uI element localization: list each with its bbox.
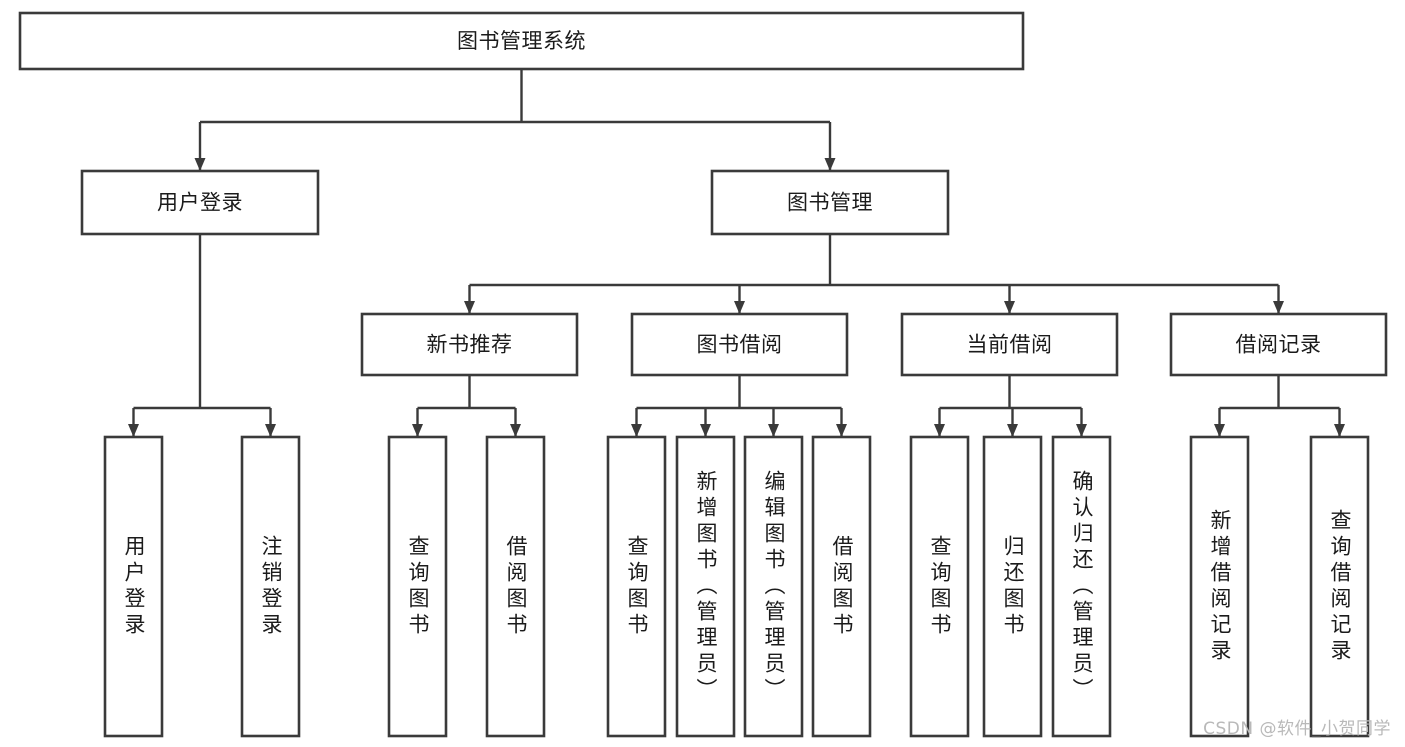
node-label-wrap-leaf-borrow-book-2: 借阅图书	[813, 437, 870, 736]
node-label-leaf-borrow-book-2: 借阅图书	[830, 534, 854, 639]
arrow-head-icon	[836, 424, 847, 437]
arrow-head-icon	[128, 424, 139, 437]
node-label-leaf-logout: 注销登录	[259, 534, 283, 639]
node-label-new-book-recommend: 新书推荐	[427, 333, 513, 357]
node-box-new-book-recommend[interactable]	[360, 312, 579, 377]
node-label-leaf-user-login: 用户登录	[122, 534, 146, 639]
node-box-leaf-user-login[interactable]	[103, 435, 164, 738]
node-label-leaf-add-book: 新增图书（管理员）	[694, 469, 718, 704]
node-box-leaf-return-book[interactable]	[982, 435, 1043, 738]
arrow-head-icon	[824, 158, 836, 171]
node-box-leaf-add-book[interactable]	[675, 435, 736, 738]
node-box-current-borrow[interactable]	[900, 312, 1119, 377]
node-label-root: 图书管理系统	[457, 29, 586, 53]
node-label-book-manage: 图书管理	[787, 191, 873, 215]
arrow-head-icon	[194, 158, 206, 171]
node-box-leaf-query-record[interactable]	[1309, 435, 1370, 738]
arrow-head-icon	[1007, 424, 1018, 437]
node-label-user-login: 用户登录	[157, 191, 243, 215]
node-box-leaf-confirm-return[interactable]	[1051, 435, 1112, 738]
arrow-head-icon	[700, 424, 711, 437]
node-label-wrap-leaf-query-record: 查询借阅记录	[1311, 437, 1368, 736]
node-label-wrap-leaf-query-book-2: 查询图书	[608, 437, 665, 736]
node-box-leaf-query-book-2[interactable]	[606, 435, 667, 738]
arrow-head-icon	[1214, 424, 1225, 437]
node-label-borrow-record: 借阅记录	[1236, 333, 1322, 357]
node-label-wrap-leaf-add-record: 新增借阅记录	[1191, 437, 1248, 736]
node-label-leaf-query-book-3: 查询图书	[928, 534, 952, 639]
arrow-head-icon	[510, 424, 521, 437]
node-box-leaf-borrow-book-1[interactable]	[485, 435, 546, 738]
node-box-borrow-record[interactable]	[1169, 312, 1388, 377]
node-label-leaf-borrow-book-1: 借阅图书	[504, 534, 528, 639]
node-label-wrap-leaf-edit-book: 编辑图书（管理员）	[745, 437, 802, 736]
arrow-head-icon	[734, 301, 745, 314]
node-label-current-borrow: 当前借阅	[967, 333, 1053, 357]
node-label-leaf-return-book: 归还图书	[1001, 534, 1025, 639]
boxes-layer	[18, 11, 1388, 738]
node-label-leaf-query-book-1: 查询图书	[406, 534, 430, 639]
node-label-wrap-leaf-logout: 注销登录	[242, 437, 299, 736]
arrow-head-icon	[1334, 424, 1345, 437]
node-label-wrap-leaf-user-login: 用户登录	[105, 437, 162, 736]
arrow-head-icon	[265, 424, 276, 437]
node-label-wrap-leaf-borrow-book-1: 借阅图书	[487, 437, 544, 736]
node-label-wrap-leaf-query-book-3: 查询图书	[911, 437, 968, 736]
node-box-leaf-logout[interactable]	[240, 435, 301, 738]
arrow-head-icon	[631, 424, 642, 437]
arrow-head-icon	[934, 424, 945, 437]
node-box-leaf-query-book-3[interactable]	[909, 435, 970, 738]
node-label-wrap-leaf-query-book-1: 查询图书	[389, 437, 446, 736]
node-label-wrap-leaf-confirm-return: 确认归还（管理员）	[1053, 437, 1110, 736]
node-box-leaf-query-book-1[interactable]	[387, 435, 448, 738]
arrow-head-icon	[412, 424, 423, 437]
arrow-head-icon	[464, 301, 475, 314]
node-box-book-borrow[interactable]	[630, 312, 849, 377]
node-label-leaf-query-book-2: 查询图书	[625, 534, 649, 639]
node-label-leaf-query-record: 查询借阅记录	[1328, 508, 1352, 665]
arrow-head-icon	[768, 424, 779, 437]
node-box-leaf-edit-book[interactable]	[743, 435, 804, 738]
edges-layer	[128, 69, 1345, 437]
csdn-watermark: CSDN @软件_小贺同学	[1203, 719, 1391, 739]
node-label-wrap-leaf-return-book: 归还图书	[984, 437, 1041, 736]
arrow-head-icon	[1004, 301, 1015, 314]
arrow-head-icon	[1273, 301, 1284, 314]
node-label-leaf-edit-book: 编辑图书（管理员）	[762, 469, 786, 704]
node-label-leaf-add-record: 新增借阅记录	[1208, 508, 1232, 665]
node-box-leaf-add-record[interactable]	[1189, 435, 1250, 738]
node-label-leaf-confirm-return: 确认归还（管理员）	[1070, 469, 1094, 704]
node-label-book-borrow: 图书借阅	[697, 333, 783, 357]
node-box-root[interactable]	[18, 11, 1025, 71]
node-box-leaf-borrow-book-2[interactable]	[811, 435, 872, 738]
node-box-book-manage[interactable]	[710, 169, 950, 236]
arrow-head-icon	[1076, 424, 1087, 437]
node-box-user-login[interactable]	[80, 169, 320, 236]
node-label-wrap-leaf-add-book: 新增图书（管理员）	[677, 437, 734, 736]
